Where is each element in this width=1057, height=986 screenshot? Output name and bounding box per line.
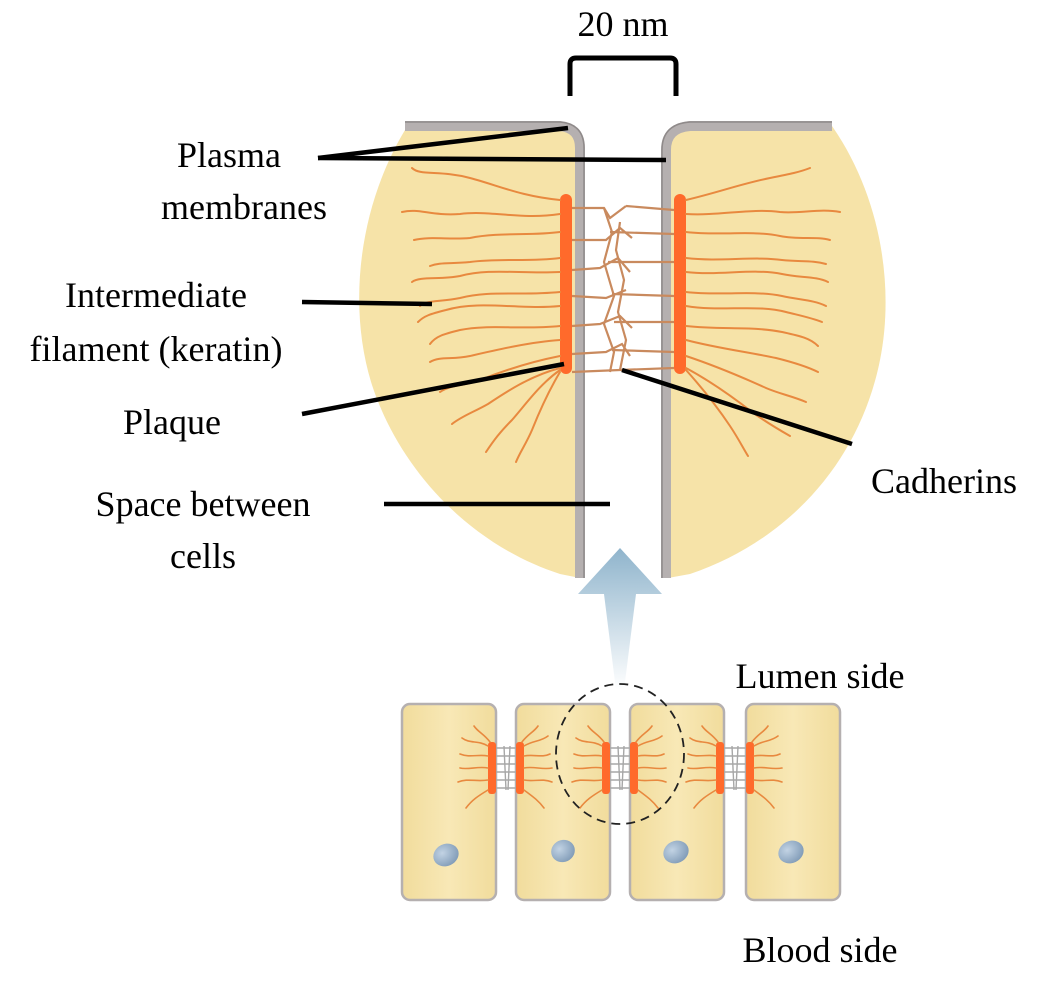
- leader-intermediate-filament: [301, 299, 433, 307]
- label-blood-side: Blood side: [742, 930, 897, 970]
- desmosome-small-1: [457, 725, 553, 809]
- nucleus-1: [433, 843, 459, 867]
- left-plasma-membrane: [405, 121, 585, 578]
- epithelial-cells-overview: Lumen side Blood side: [400, 656, 905, 970]
- svg-text:filament (keratin): filament (keratin): [30, 329, 283, 369]
- leader-plasma-right: [317, 155, 667, 163]
- label-space-line2: cells: [170, 536, 236, 576]
- callouts: Plasma membranes Intermediate filament (…: [30, 125, 1017, 576]
- nucleus-3: [663, 840, 689, 864]
- scale-label: 20 nm: [577, 4, 668, 44]
- svg-text:membranes: membranes: [161, 187, 327, 227]
- zoomed-desmosome: 20 nm: [359, 4, 886, 578]
- leader-cadherins: [621, 367, 853, 447]
- right-plasma-membrane: [661, 121, 832, 578]
- left-keratin-filaments: [401, 167, 561, 463]
- svg-text:Intermediate: Intermediate: [65, 275, 247, 315]
- epithelial-cell-3: [628, 702, 726, 902]
- scale-bracket: [567, 55, 679, 96]
- right-keratin-filaments: [685, 167, 841, 457]
- label-plaque: Plaque: [123, 402, 221, 442]
- cadherin-bridges: [571, 204, 675, 374]
- nucleus-4: [778, 840, 804, 864]
- label-lumen-side: Lumen side: [736, 656, 905, 696]
- epithelial-cell-2: [514, 702, 612, 902]
- epithelial-cell-1: [400, 702, 498, 902]
- label-space-line1: Space between: [96, 484, 311, 524]
- svg-text:cells: cells: [170, 536, 236, 576]
- label-plasma-membranes: Plasma: [177, 135, 281, 175]
- leader-plasma-left: [317, 125, 569, 161]
- svg-text:Space between: Space between: [96, 484, 311, 524]
- desmosome-small-2: [571, 725, 667, 809]
- epithelial-cell-4: [744, 702, 842, 902]
- label-plasma-line1: Plasma: [177, 135, 281, 175]
- label-intermediate-line1: Intermediate: [65, 275, 247, 315]
- left-cell-cytoplasm: [359, 130, 580, 578]
- right-plaque: [674, 194, 686, 374]
- zoom-arrow: [578, 548, 662, 690]
- label-plasma-line2: membranes: [161, 187, 327, 227]
- label-cadherins: Cadherins: [871, 461, 1017, 501]
- desmosome-small-3: [685, 725, 783, 809]
- nucleus-2: [551, 839, 575, 863]
- right-cell-cytoplasm: [668, 126, 886, 578]
- zoom-region-circle: [555, 683, 685, 825]
- left-plaque: [560, 194, 572, 374]
- leader-plaque: [301, 361, 565, 417]
- label-intermediate-line2: filament (keratin): [30, 329, 283, 369]
